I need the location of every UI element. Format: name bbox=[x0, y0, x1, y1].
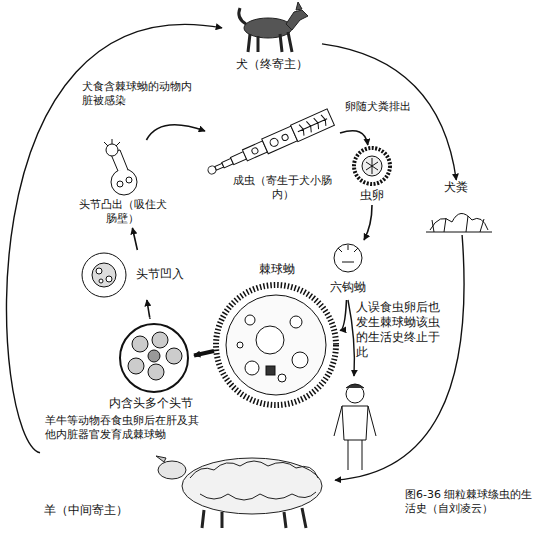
life-cycle-arrow bbox=[146, 125, 205, 140]
node-label: 棘球蚴 bbox=[214, 262, 340, 277]
stage-node: 头节凹入 bbox=[78, 250, 208, 300]
stage-node: 犬粪 bbox=[420, 180, 500, 235]
life-cycle-arrow bbox=[132, 228, 137, 250]
life-cycle-arrow bbox=[147, 300, 150, 318]
egg-drawing bbox=[354, 148, 390, 184]
evaginated-scolex-drawing bbox=[104, 139, 137, 195]
life-cycle-arrow bbox=[194, 351, 214, 355]
edge-label: 犬食含棘球蚴的动物内脏被感染 bbox=[82, 80, 197, 108]
life-cycle-arrow bbox=[340, 300, 347, 331]
host-node: 羊（中间寄主） bbox=[40, 448, 335, 533]
life-cycle-arrow bbox=[6, 24, 222, 452]
edge-label: 卵随犬粪排出 bbox=[345, 100, 417, 114]
human-drawing bbox=[334, 384, 376, 470]
invaginated-scolex-drawing bbox=[82, 253, 126, 297]
node-label: 犬（终寄主） bbox=[222, 57, 322, 72]
brood-capsule-drawing bbox=[120, 324, 188, 392]
dog-drawing bbox=[239, 2, 308, 52]
node-label: 头节凹入 bbox=[136, 267, 206, 282]
stage-node: 头节凸出（吸住犬肠壁） bbox=[75, 140, 170, 228]
stage-node: 棘球蚴 bbox=[214, 262, 340, 412]
note-label: 羊牛等动物吞食虫卵后在肝及其他内脏器官发育成棘球蚴 bbox=[45, 414, 205, 442]
figure-caption: 图6-36 细粒棘球绦虫的生活史（自刘凌云） bbox=[405, 488, 535, 516]
human-arrow bbox=[348, 300, 354, 376]
sheep-drawing bbox=[156, 456, 322, 528]
life-cycle-arrow bbox=[335, 235, 464, 480]
node-label: 虫卵 bbox=[350, 188, 394, 203]
stage-node: 成虫（寄生于犬小肠内） bbox=[205, 106, 340, 204]
node-label: 羊（中间寄主） bbox=[44, 503, 154, 518]
node-label: 成虫（寄生于犬小肠内） bbox=[225, 174, 340, 202]
life-cycle-arrow bbox=[322, 44, 456, 180]
node-label: 六钩蚴 bbox=[325, 280, 371, 295]
node-label: 头节凸出（吸住犬肠壁） bbox=[75, 198, 170, 226]
hexacanth-drawing bbox=[334, 244, 362, 272]
life-cycle-arrow bbox=[340, 131, 368, 145]
host-node: 犬（终寄主） bbox=[222, 0, 322, 74]
stage-node: 虫卵 bbox=[350, 145, 394, 205]
stage-node: 六钩蚴 bbox=[325, 240, 371, 300]
feces-drawing bbox=[426, 213, 492, 232]
note-label: 人误食虫卵后也发生棘球蚴该虫的生活史终止于此 bbox=[356, 300, 446, 360]
node-label: 犬粪 bbox=[444, 180, 494, 195]
hydatid-cyst-drawing bbox=[216, 285, 336, 405]
stage-node: 内含头多个头节 bbox=[108, 318, 194, 412]
node-label: 内含头多个头节 bbox=[108, 396, 194, 411]
life-cycle-arrow bbox=[364, 205, 372, 240]
adult-worm-drawing bbox=[205, 109, 335, 180]
